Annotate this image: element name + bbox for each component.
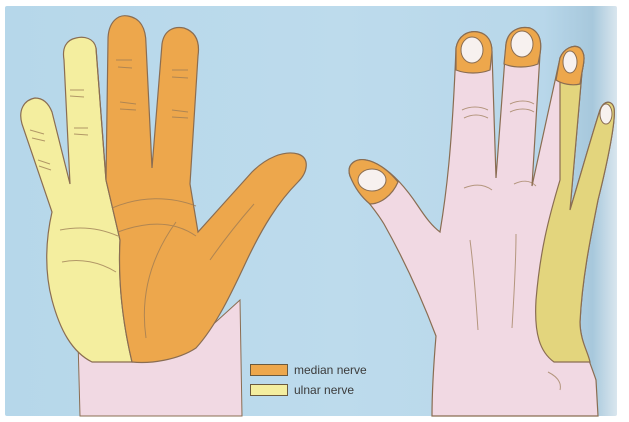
legend-swatch-ulnar — [250, 384, 288, 396]
legend-item-ulnar: ulnar nerve — [250, 382, 354, 398]
left-hand-palm — [21, 16, 307, 416]
legend-label-median: median nerve — [294, 363, 367, 377]
right-hand-back — [349, 28, 614, 416]
nail-little — [600, 104, 612, 124]
legend-item-median: median nerve — [250, 362, 367, 378]
legend: median nerve ulnar nerve — [250, 362, 410, 402]
nail-middle — [511, 31, 533, 57]
nail-ring — [563, 51, 577, 73]
legend-swatch-median — [250, 364, 288, 376]
nail-thumb — [358, 169, 386, 191]
legend-label-ulnar: ulnar nerve — [294, 383, 354, 397]
nail-index — [461, 37, 483, 63]
